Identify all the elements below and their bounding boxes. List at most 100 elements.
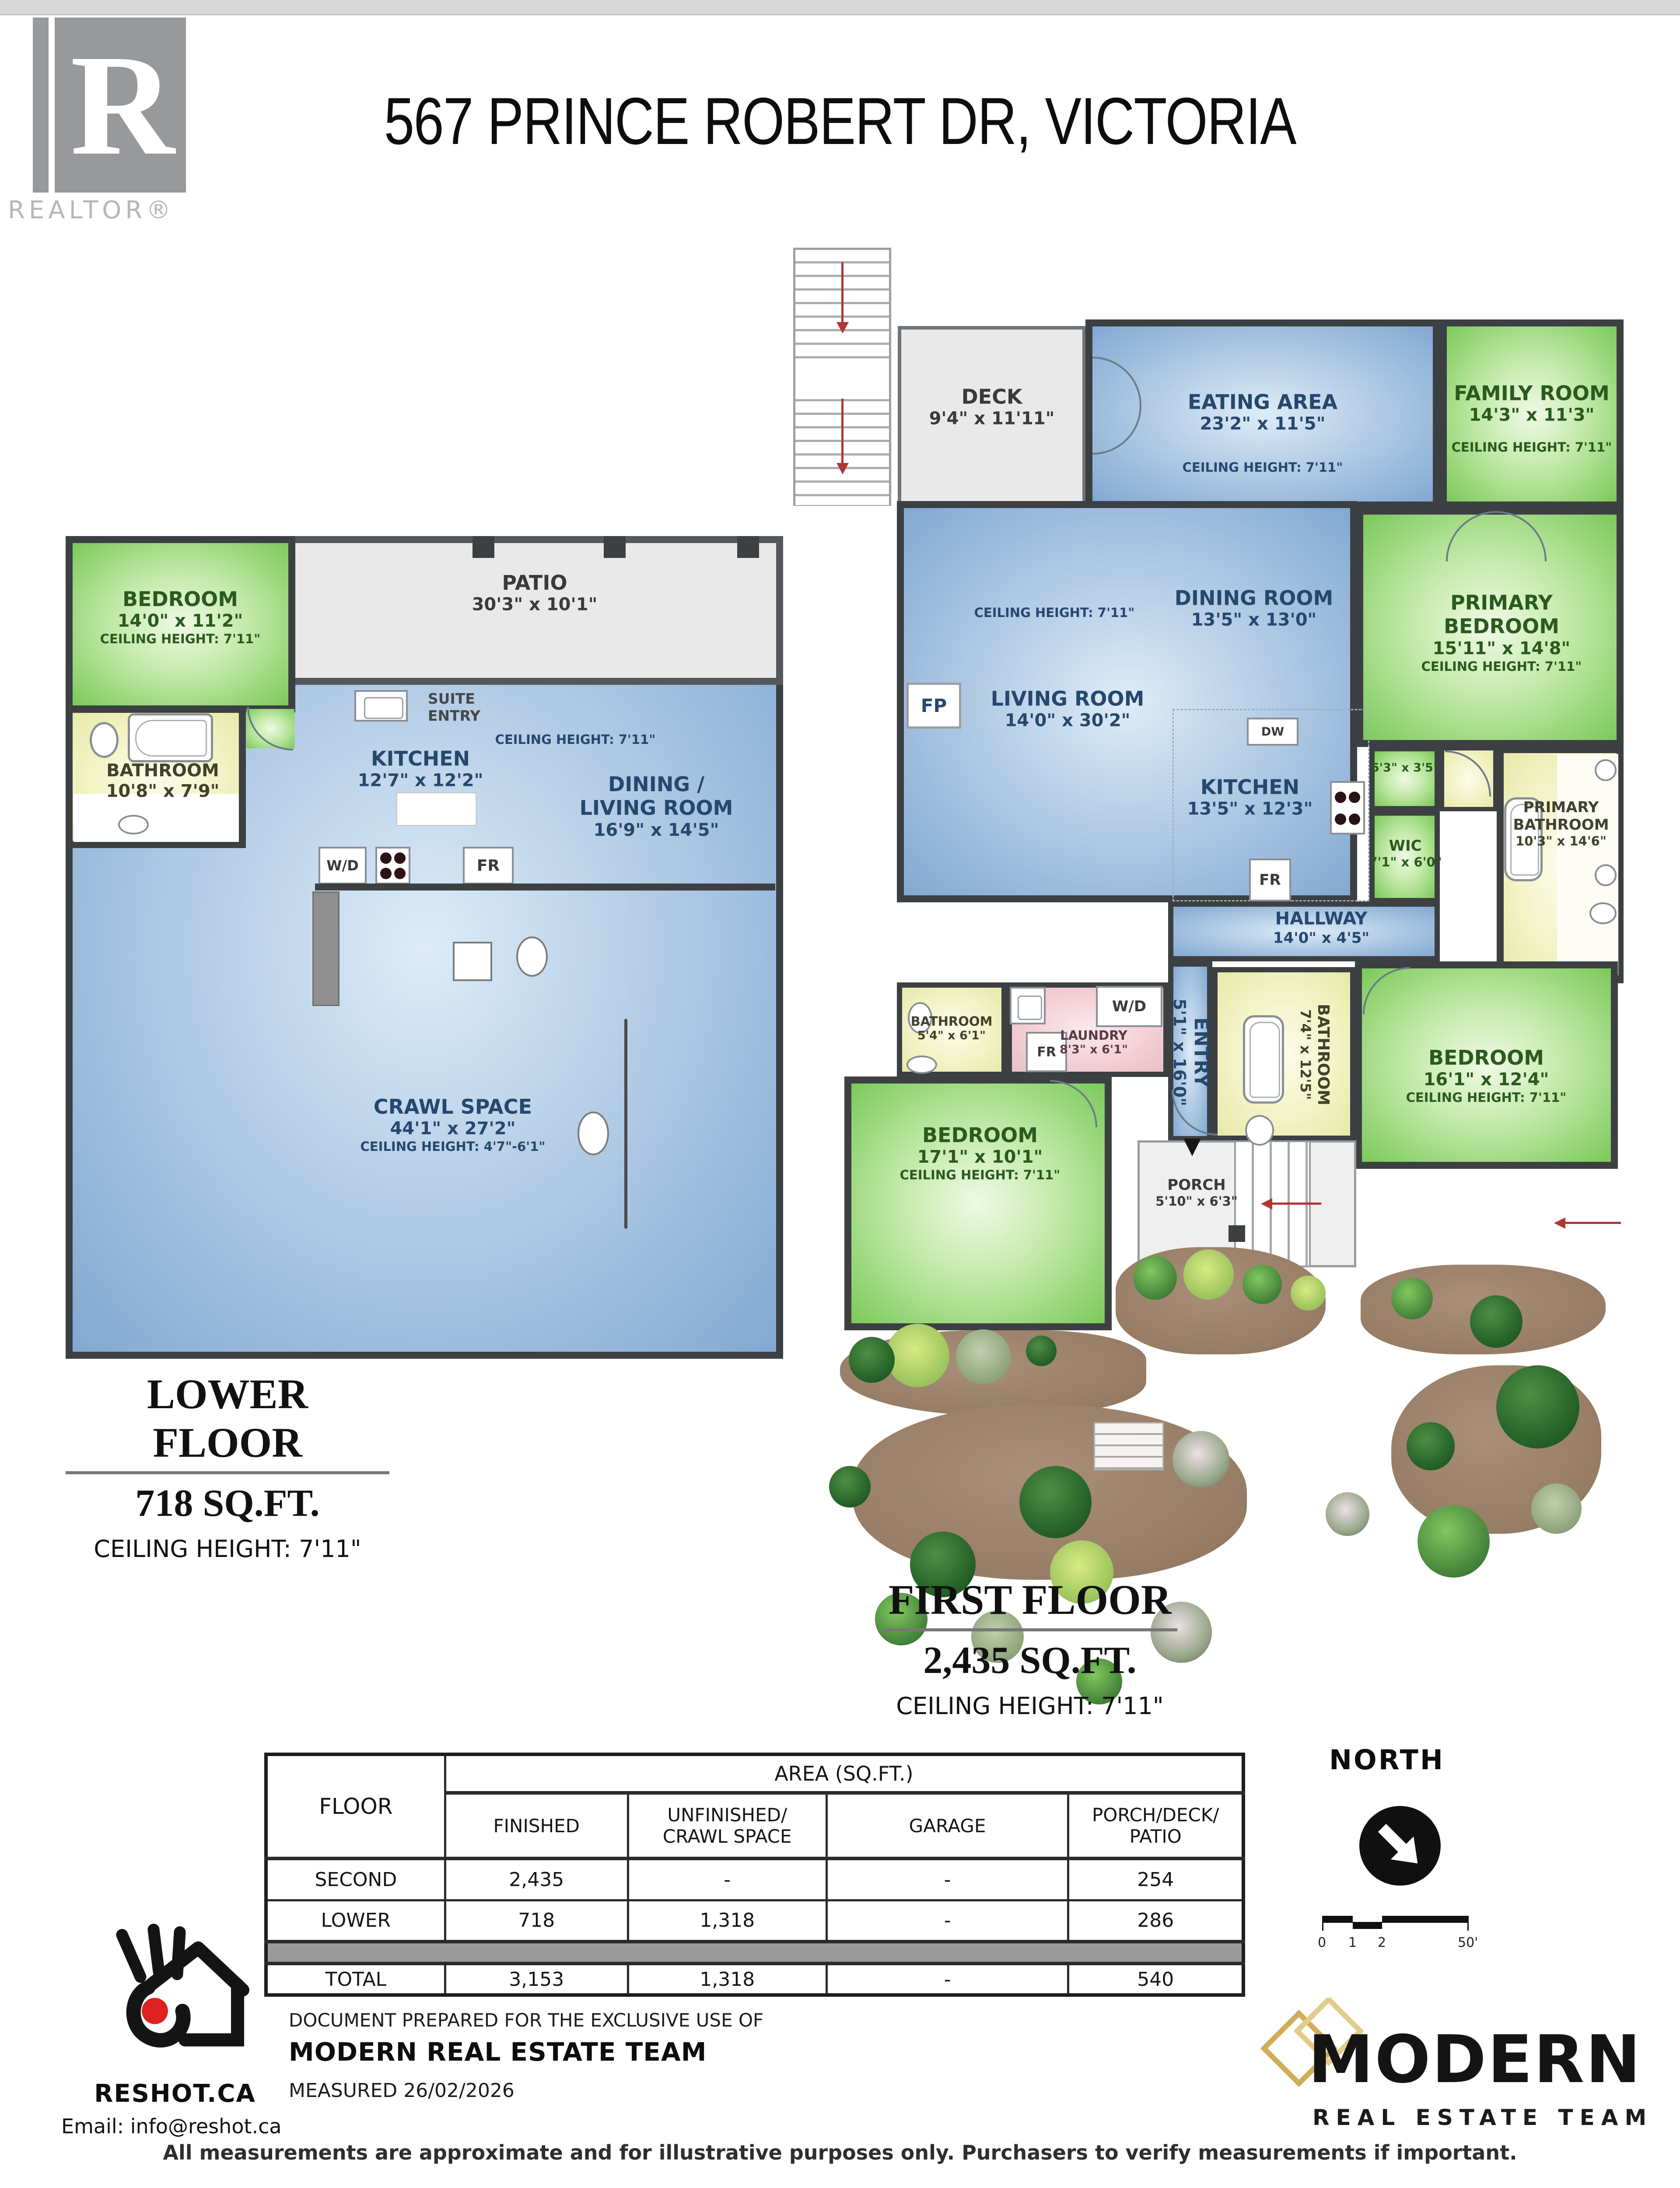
row-label: SECOND: [265, 1857, 446, 1901]
team-name-text: MODERN REAL ESTATE TEAM: [289, 2037, 707, 2067]
lower-heading-text: LOWER FLOOR: [66, 1370, 389, 1474]
measured-date-text: MEASURED 26/02/2026: [289, 2079, 514, 2102]
page-title: 567 PRINCE ROBERT DR, VICTORIA: [0, 83, 1680, 160]
room-name: PRIMARY: [1523, 798, 1599, 816]
room-name: ENTRY: [1190, 1017, 1213, 1088]
cell: 1,318: [626, 1962, 828, 1996]
stair-direction-arrow: [841, 262, 844, 323]
realtor-logo-letter: R: [70, 25, 175, 185]
bathroom-small-label: BATHROOM 5'4" x 6'1": [911, 1014, 993, 1043]
room-name: WIC: [1389, 837, 1422, 855]
room-name: EATING AREA: [1187, 390, 1338, 414]
support-column: [516, 936, 548, 977]
plant-icon: [1242, 1265, 1282, 1304]
washer-dryer-label: W/D: [1112, 998, 1147, 1015]
room-ceiling: CEILING HEIGHT: 4'7"-6'1": [360, 1139, 546, 1154]
crawl-space-label: CRAWL SPACE 44'1" x 27'2" CEILING HEIGHT…: [360, 1095, 546, 1154]
room-dims: 17'1" x 10'1": [917, 1147, 1043, 1168]
bathtub-icon: [1243, 1015, 1284, 1104]
family-ceiling-label: CEILING HEIGHT: 7'11": [1451, 439, 1612, 455]
sink-basin: [1018, 996, 1042, 1020]
top-border-strip: [0, 0, 1680, 15]
table-spacer-row: [265, 1940, 1245, 1965]
cell: 3,153: [444, 1962, 629, 1996]
plant-icon: [1531, 1483, 1582, 1534]
porch-label: PORCH 5'10" x 6'3": [1155, 1176, 1238, 1209]
suite-entry-text: SUITE ENTRY: [427, 690, 481, 724]
kitchen-label: KITCHEN 13'5" x 12'3": [1187, 775, 1313, 819]
cell: 2,435: [444, 1857, 629, 1901]
plant-icon: [1418, 1505, 1490, 1578]
table-header-area: AREA (SQ.FT.): [444, 1753, 1245, 1795]
scale-bar: 0 1 2 50': [1318, 1916, 1478, 1951]
north-label: NORTH: [1329, 1744, 1445, 1776]
room-ceiling: CEILING HEIGHT: 7'11": [900, 1168, 1060, 1183]
beam-line: [624, 1019, 627, 1229]
room-dims: 30'3" x 10'1": [472, 594, 598, 615]
laundry-label: LAUNDRY 8'3" x 6'1": [1060, 1028, 1128, 1057]
dining-ceiling-label: CEILING HEIGHT: 7'11": [974, 605, 1135, 620]
washer-dryer-icon: W/D: [318, 847, 367, 884]
room-dims: 10'8" x 7'9": [106, 781, 220, 801]
room-hallway: [1168, 901, 1440, 961]
kitchen-lower-label: KITCHEN 12'7" x 12'2": [358, 747, 483, 791]
room-family: [1440, 319, 1624, 508]
fridge-label: FR: [1037, 1044, 1056, 1060]
prepared-for-text: DOCUMENT PREPARED FOR THE EXCLUSIVE USE …: [289, 2009, 764, 2031]
room-dining-living: [897, 501, 1357, 902]
stove-icon: [1330, 781, 1365, 835]
driveway-arrow-head: [1261, 1198, 1272, 1210]
room-dims: 14'0" x 30'2": [1004, 710, 1130, 731]
lower-floor-plan: W/D FR BEDROOM 14'0" x 11'2" CEILING HEI…: [66, 536, 783, 1359]
plant-icon: [971, 1610, 1024, 1663]
plant-icon: [1151, 1602, 1212, 1663]
cell: -: [825, 1899, 1070, 1943]
entry-label: ENTRY 5'1" x 16'0": [1169, 999, 1212, 1106]
fireplace-label: FP: [920, 695, 947, 716]
table-header-floor: FLOOR: [265, 1753, 446, 1860]
stair-arrow-head: [836, 322, 849, 333]
disclaimer-text: All measurements are approximate and for…: [163, 2141, 1517, 2164]
bathroom-vanity-area: [74, 794, 239, 842]
room-name: PATIO: [502, 571, 567, 595]
bathtub-icon: [1504, 797, 1543, 881]
room-dims: 14'3" x 11'3": [1469, 405, 1595, 425]
washer-dryer-label: W/D: [326, 857, 359, 874]
room-dims: 5'1" x 16'0": [1170, 998, 1190, 1107]
room-dims: 16'1" x 12'4": [1423, 1069, 1549, 1090]
room-dims: 7'4" x 12'5": [1297, 1009, 1314, 1100]
cell: 1,318: [626, 1899, 828, 1943]
fireplace-icon: FP: [906, 683, 961, 729]
plant-icon: [1391, 1278, 1433, 1319]
plant-icon: [829, 1466, 871, 1508]
table-col-finished: FINISHED: [444, 1792, 629, 1860]
room-name: FAMILY ROOM: [1454, 381, 1610, 405]
cell: -: [825, 1962, 1070, 1996]
toilet-icon: [908, 1002, 932, 1034]
suite-ceiling-label: CEILING HEIGHT: 7'11": [495, 732, 656, 747]
bedroom-lower-label: BEDROOM 14'0" x 11'2" CEILING HEIGHT: 7'…: [100, 587, 261, 647]
bathtub-icon: [128, 713, 213, 762]
plant-icon: [910, 1532, 976, 1597]
toilet-icon: [90, 722, 119, 758]
scale-label-50: 50': [1458, 1935, 1478, 1950]
room-name: PRIMARY: [1450, 591, 1553, 615]
room-ceiling: CEILING HEIGHT: 7'11": [1406, 1090, 1567, 1105]
dishwasher-label: DW: [1261, 725, 1284, 739]
room-name: BEDROOM: [1428, 1046, 1544, 1070]
toilet-icon: [1245, 1115, 1274, 1146]
lower-area-text: 718 SQ.FT.: [135, 1482, 320, 1525]
bathroom-lower-label: BATHROOM 10'8" x 7'9": [106, 761, 220, 802]
fridge-label: FR: [1259, 871, 1281, 889]
plant-icon: [956, 1329, 1011, 1384]
room-name2: BATHROOM: [1513, 816, 1609, 834]
suite-bottom-wall: [315, 884, 775, 891]
closet-label: 5'3" x 3'5": [1371, 761, 1440, 775]
room-dims: 12'7" x 12'2": [357, 770, 483, 791]
kitchen-island: [396, 792, 477, 826]
room-name: BATHROOM: [1314, 1004, 1332, 1105]
plant-icon: [1133, 1256, 1177, 1300]
room-closet: [1369, 746, 1440, 811]
bathtub-inner: [1510, 804, 1539, 876]
